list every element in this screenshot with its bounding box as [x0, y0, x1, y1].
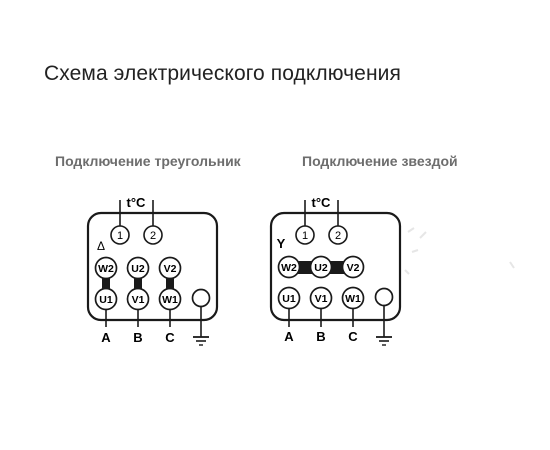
delta-w1-label: W1: [162, 294, 178, 306]
delta-u2-label: U2: [131, 263, 145, 275]
star-terminal-u2: [309, 255, 333, 279]
delta-jumper-3: [166, 276, 174, 292]
delta-jumper-2: [134, 276, 142, 292]
delta-phase-c: C: [165, 330, 175, 345]
star-v1-label: V1: [315, 293, 328, 305]
star-u2-label: U2: [314, 262, 328, 274]
delta-jumper-1: [102, 276, 110, 292]
star-caption: Подключение звездой: [302, 153, 458, 169]
star-temp-label: t°C: [312, 195, 332, 210]
star-thermo-terminal-1: [295, 225, 315, 245]
delta-ground-terminal: [191, 288, 211, 308]
page-title: Схема электрического подключения: [44, 62, 401, 85]
delta-v1-label: V1: [132, 294, 145, 306]
delta-terminal-u2: [126, 256, 150, 280]
star-u1-label: U1: [282, 293, 296, 305]
delta-terminal-v2: [158, 256, 182, 280]
star-phase-b: B: [316, 329, 325, 344]
delta-terminal-w1: [158, 287, 182, 311]
star-terminal-v2: [341, 255, 365, 279]
delta-diagram: t°C 1 2 Δ W2 U2 V2 U1 V1 W1 A B C: [86, 195, 219, 346]
star-terminal-w2: [277, 255, 301, 279]
delta-thermo-terminal-2: [143, 225, 163, 245]
star-ground-terminal: [374, 287, 394, 307]
star-symbol: Y: [277, 236, 286, 251]
star-v2-label: V2: [347, 262, 360, 274]
star-terminal-box: [269, 211, 402, 322]
delta-thermo-terminal-1: [110, 225, 130, 245]
star-thermo-terminal-2: [328, 225, 348, 245]
star-thermo-2-label: 2: [335, 230, 341, 242]
star-phase-c: C: [348, 329, 358, 344]
delta-thermo-2-label: 2: [150, 230, 156, 242]
star-terminal-v1: [309, 286, 333, 310]
star-terminal-w1: [341, 286, 365, 310]
delta-phase-a: A: [101, 330, 111, 345]
star-ground-icon: [376, 305, 392, 346]
star-phase-a: A: [284, 329, 294, 344]
delta-ground-icon: [193, 306, 209, 346]
delta-terminal-w2: [94, 256, 118, 280]
star-w1-label: W1: [345, 293, 361, 305]
delta-u1-label: U1: [99, 294, 113, 306]
watermark-marks: [404, 227, 515, 275]
star-w2-label: W2: [281, 262, 297, 274]
delta-v2-label: V2: [164, 263, 177, 275]
star-jumper-1: [296, 261, 314, 274]
delta-w2-label: W2: [98, 263, 114, 275]
delta-phase-b: B: [133, 330, 142, 345]
delta-caption: Подключение треугольник: [55, 153, 241, 169]
delta-terminal-v1: [126, 287, 150, 311]
delta-symbol: Δ: [97, 239, 105, 253]
delta-temp-label: t°C: [127, 195, 147, 210]
delta-thermo-1-label: 1: [117, 230, 123, 242]
star-jumper-2: [328, 261, 346, 274]
star-thermo-1-label: 1: [302, 230, 308, 242]
star-diagram: t°C 1 2 Y W2 U2 V2 U1 V1 W1 A B C: [269, 195, 402, 346]
star-terminal-u1: [277, 286, 301, 310]
delta-terminal-u1: [94, 287, 118, 311]
